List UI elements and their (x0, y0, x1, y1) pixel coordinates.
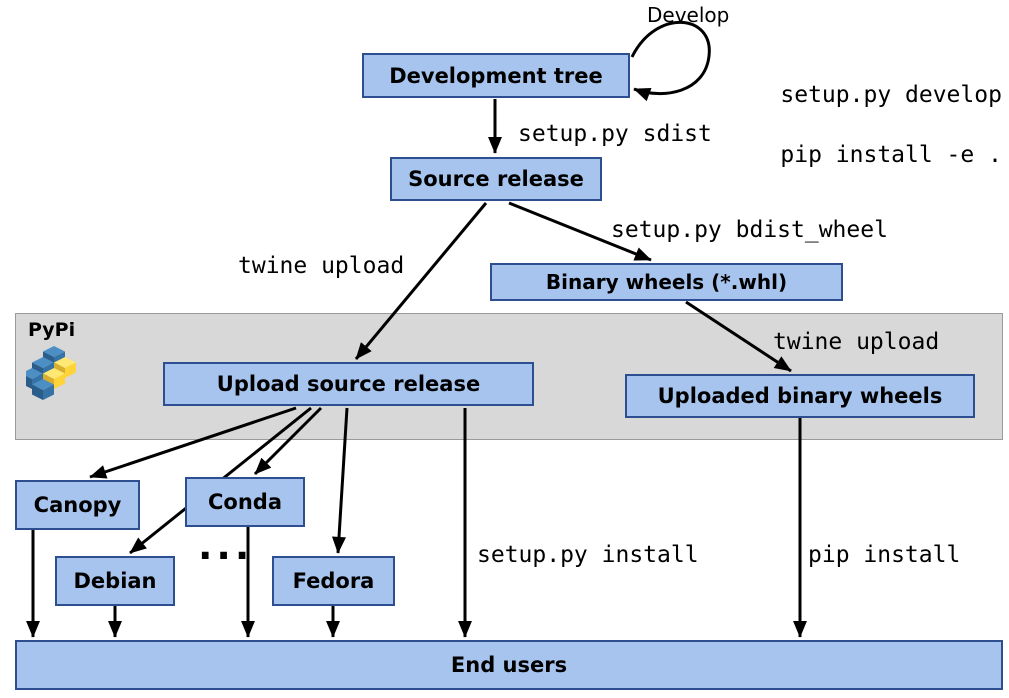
edge-label-bdist-wheel: setup.py bdist_wheel (611, 217, 888, 243)
arrow-upload-to-conda (253, 406, 323, 476)
node-debian: Debian (55, 556, 175, 606)
arrow-source-to-upload (354, 202, 488, 360)
arrow-develop-self-loop (630, 20, 711, 102)
edge-label-twine-upload-source: twine upload (238, 253, 405, 279)
arrow-upload-to-fedora (332, 407, 349, 554)
pypi-region-label: PyPi (28, 319, 76, 341)
node-fedora: Fedora (272, 556, 395, 606)
node-canopy: Canopy (15, 480, 140, 530)
edge-label-develop-commands: setup.py develop pip install -e . (725, 50, 1002, 200)
node-source-release: Source release (390, 157, 602, 201)
arrow-upload-to-canopy (89, 406, 297, 479)
edge-label-sdist: setup.py sdist (518, 121, 712, 147)
node-upload-source-release: Upload source release (163, 362, 534, 406)
arrow-source-to-wheels (508, 201, 652, 262)
edge-label-pip-install: pip install (808, 542, 961, 568)
node-development-tree: Development tree (362, 53, 630, 98)
node-conda: Conda (185, 477, 305, 527)
arrow-wheels-to-uploaded (685, 300, 792, 373)
edge-label-setup-install: setup.py install (477, 542, 699, 568)
edge-label-develop-cmd2: pip install -e . (780, 142, 1002, 168)
ellipsis-label: ... (198, 524, 254, 568)
node-uploaded-binary-wheels: Uploaded binary wheels (625, 374, 975, 418)
pypi-logo-icon (26, 346, 76, 400)
edge-label-develop: Develop (647, 3, 730, 27)
edge-label-develop-cmd1: setup.py develop (780, 82, 1002, 108)
edge-label-twine-upload-wheels: twine upload (773, 329, 940, 355)
node-end-users: End users (15, 640, 1003, 690)
node-binary-wheels: Binary wheels (*.whl) (490, 263, 843, 301)
